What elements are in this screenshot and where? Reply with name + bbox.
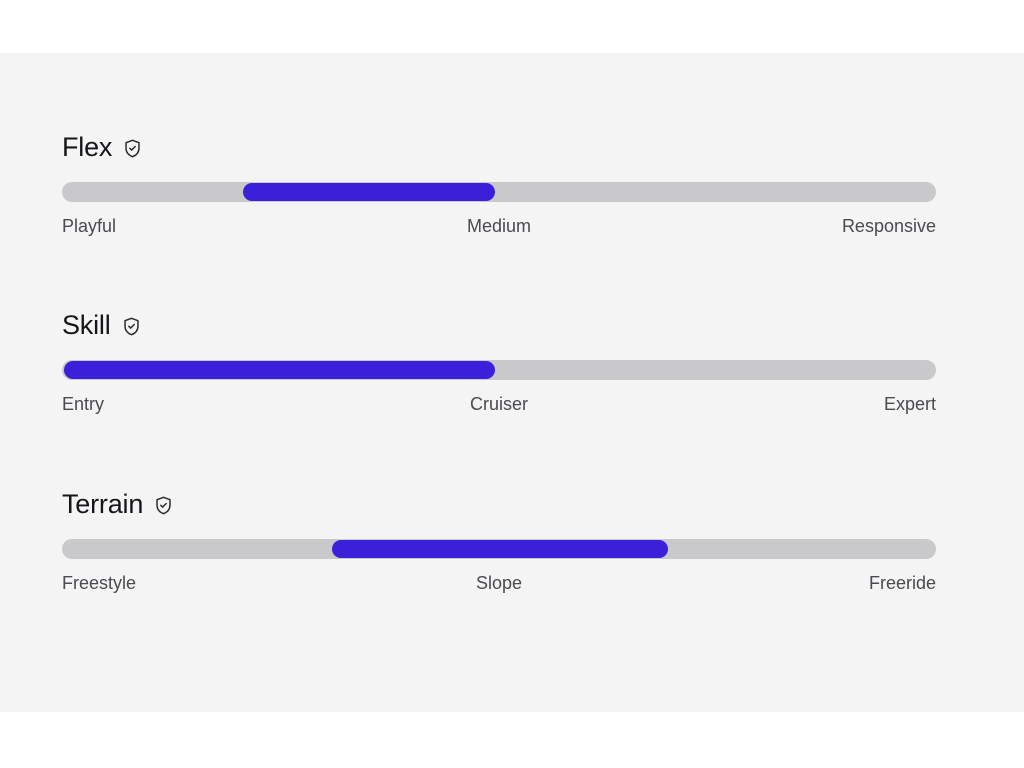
scale-label-skill-center: Cruiser	[469, 394, 529, 414]
scale-labels-skill: Entry Cruiser Expert	[62, 392, 936, 418]
group-header-skill: Skill	[62, 308, 936, 342]
slider-track-terrain[interactable]	[62, 539, 936, 559]
slider-group-skill: Skill Entry Cruiser Expert	[62, 308, 936, 418]
scale-labels-flex: Playful Medium Responsive	[62, 214, 936, 240]
shield-check-icon	[121, 316, 142, 337]
group-header-terrain: Terrain	[62, 487, 936, 521]
slider-track-skill[interactable]	[62, 360, 936, 380]
shield-check-icon	[122, 138, 143, 159]
group-title-skill: Skill	[62, 310, 111, 340]
scale-label-flex-left: Playful	[62, 216, 117, 236]
slider-group-terrain: Terrain Freestyle Slope Freeride	[62, 487, 936, 597]
scale-labels-terrain: Freestyle Slope Freeride	[62, 571, 936, 597]
slider-fill-flex[interactable]	[242, 183, 495, 201]
scale-label-flex-right: Responsive	[841, 216, 936, 236]
scale-label-skill-left: Entry	[62, 394, 105, 414]
shield-check-icon	[153, 495, 174, 516]
slider-track-flex[interactable]	[62, 182, 936, 202]
slider-group-flex: Flex Playful Medium Responsive	[62, 130, 936, 240]
group-header-flex: Flex	[62, 130, 936, 164]
scale-label-terrain-left: Freestyle	[62, 573, 137, 593]
scale-label-flex-center: Medium	[466, 216, 532, 236]
scale-label-terrain-center: Slope	[475, 573, 523, 593]
group-title-flex: Flex	[62, 132, 113, 162]
group-title-terrain: Terrain	[62, 489, 144, 519]
settings-panel: Flex Playful Medium Responsive Skil	[0, 53, 1024, 712]
slider-fill-skill[interactable]	[63, 361, 495, 379]
slider-fill-terrain[interactable]	[332, 540, 668, 558]
scale-label-skill-right: Expert	[883, 394, 936, 414]
scale-label-terrain-right: Freeride	[868, 573, 936, 593]
